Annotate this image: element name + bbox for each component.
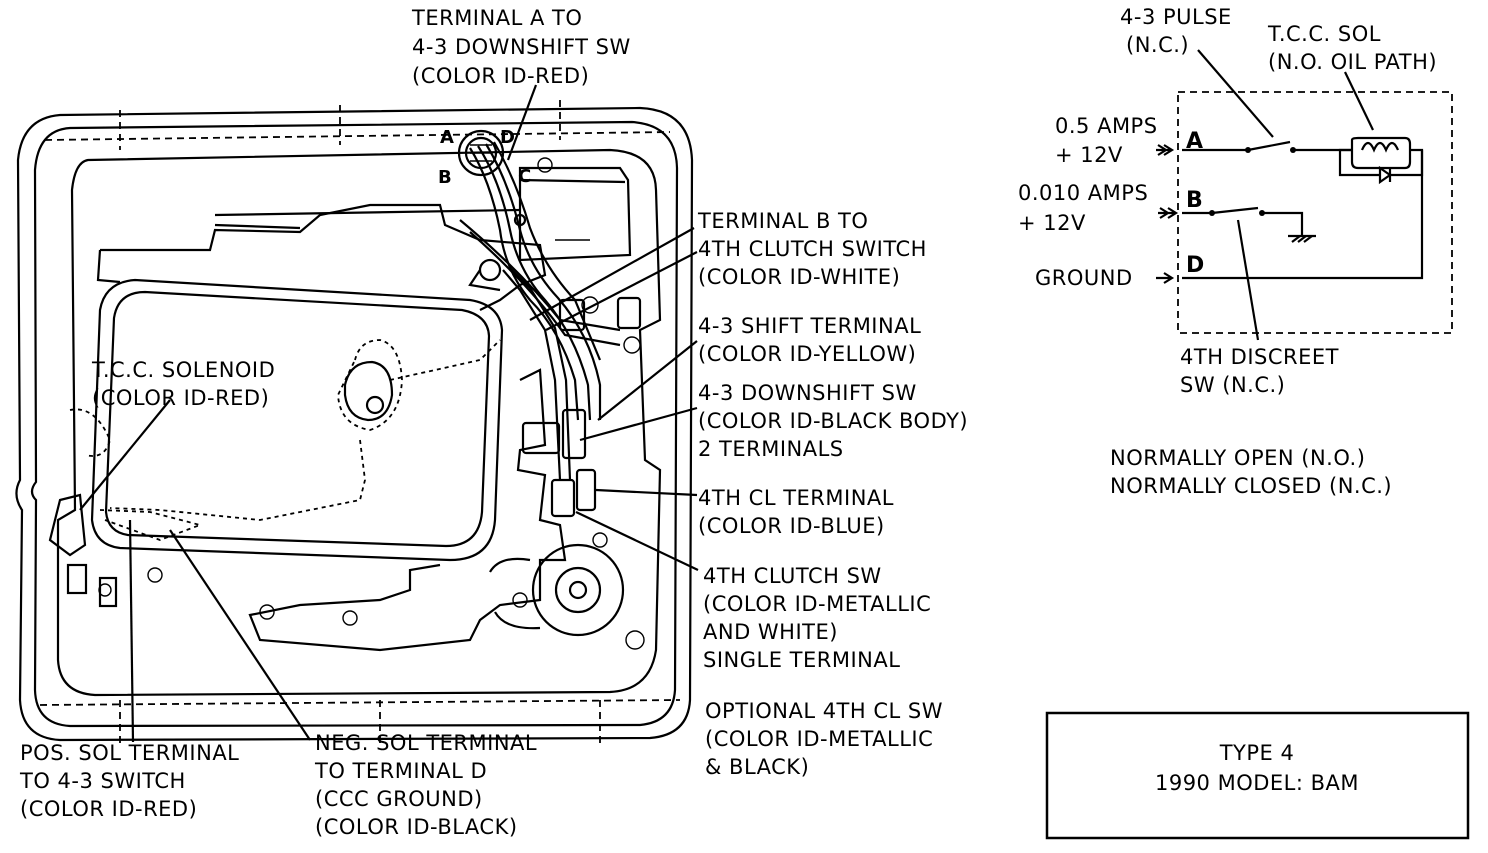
- tcc-sol-label: (N.O. OIL PATH): [1268, 50, 1437, 74]
- connector-pin-d: D: [500, 127, 515, 148]
- model-label: 1990 MODEL: BAM: [1155, 771, 1359, 795]
- schematic-pin-d: D: [1186, 253, 1204, 278]
- callout-line: (COLOR ID-RED): [20, 797, 197, 821]
- callout-line: SINGLE TERMINAL: [703, 648, 900, 672]
- callout-line: TERMINAL A TO: [411, 6, 582, 30]
- callout-line: (COLOR ID-RED): [92, 386, 269, 410]
- connector-pin-letters: A B C D: [438, 127, 531, 188]
- connector-pin-b: B: [438, 167, 452, 188]
- callout-shift-terminal: 4-3 SHIFT TERMINAL (COLOR ID-YELLOW): [698, 314, 921, 366]
- callout-tcc-solenoid: T.C.C. SOLENOID (COLOR ID-RED): [91, 358, 275, 410]
- discreet-label: SW (N.C.): [1180, 373, 1285, 397]
- callout-neg-sol-terminal: NEG. SOL TERMINAL TO TERMINAL D (CCC GRO…: [314, 731, 537, 839]
- type-label: TYPE 4: [1219, 741, 1295, 765]
- callout-cl-terminal: 4TH CL TERMINAL (COLOR ID-BLUE): [698, 486, 894, 538]
- callout-line: (COLOR ID-METALLIC: [705, 727, 933, 751]
- callout-line: 4TH CLUTCH SWITCH: [698, 237, 927, 261]
- callout-line: 4TH CL TERMINAL: [698, 486, 894, 510]
- discreet-label: 4TH DISCREET: [1180, 345, 1339, 369]
- callout-line: TERMINAL B TO: [697, 209, 868, 233]
- input-a-label: + 12V: [1055, 143, 1123, 167]
- callout-line: (COLOR ID-WHITE): [698, 265, 900, 289]
- callout-optional-switch: OPTIONAL 4TH CL SW (COLOR ID-METALLIC & …: [705, 699, 943, 779]
- legend-normally-closed: NORMALLY CLOSED (N.C.): [1110, 474, 1392, 498]
- ground-label: GROUND: [1035, 266, 1133, 290]
- callout-line: 4-3 DOWNSHIFT SW: [412, 35, 631, 59]
- callout-line: 4TH CLUTCH SW: [703, 564, 882, 588]
- callout-line: 2 TERMINALS: [698, 437, 844, 461]
- callout-line: (COLOR ID-YELLOW): [698, 342, 916, 366]
- callout-line: (COLOR ID-METALLIC: [703, 592, 931, 616]
- schematic-pin-a: A: [1186, 129, 1203, 154]
- legend: NORMALLY OPEN (N.O.) NORMALLY CLOSED (N.…: [1110, 446, 1392, 498]
- input-b-label: + 12V: [1018, 211, 1086, 235]
- callout-line: NEG. SOL TERMINAL: [315, 731, 537, 755]
- type-box: TYPE 4 1990 MODEL: BAM: [1045, 711, 1470, 840]
- schematic-pin-b: B: [1186, 188, 1203, 213]
- callout-line: POS. SOL TERMINAL: [20, 741, 239, 765]
- callout-line: (COLOR ID-BLACK): [315, 815, 518, 839]
- input-a-label: 0.5 AMPS: [1055, 114, 1158, 138]
- callout-line: 4-3 SHIFT TERMINAL: [698, 314, 921, 338]
- callout-line: & BLACK): [705, 755, 809, 779]
- pulse-label: (N.C.): [1126, 33, 1189, 57]
- pulse-label: 4-3 PULSE: [1120, 5, 1232, 29]
- callout-line: (COLOR ID-BLUE): [698, 514, 885, 538]
- legend-normally-open: NORMALLY OPEN (N.O.): [1110, 446, 1365, 470]
- input-b-label: 0.010 AMPS: [1018, 181, 1148, 205]
- tcc-sol-label: T.C.C. SOL: [1267, 22, 1381, 46]
- connector-pin-c: C: [518, 166, 531, 187]
- callout-line: 4-3 DOWNSHIFT SW: [698, 381, 917, 405]
- callout-line: AND WHITE): [703, 620, 838, 644]
- leader-lines: [79, 84, 699, 743]
- callout-terminal-a: TERMINAL A TO 4-3 DOWNSHIFT SW (COLOR ID…: [411, 6, 631, 88]
- schematic-labels: 4-3 PULSE (N.C.) T.C.C. SOL (N.O. OIL PA…: [1018, 5, 1437, 397]
- callout-line: (CCC GROUND): [315, 787, 483, 811]
- callout-clutch-switch: 4TH CLUTCH SW (COLOR ID-METALLIC AND WHI…: [703, 564, 931, 672]
- callout-line: (COLOR ID-BLACK BODY): [698, 409, 968, 433]
- callout-line: T.C.C. SOLENOID: [91, 358, 275, 382]
- callout-pos-sol-terminal: POS. SOL TERMINAL TO 4-3 SWITCH (COLOR I…: [19, 741, 239, 821]
- callout-terminal-b: TERMINAL B TO 4TH CLUTCH SWITCH (COLOR I…: [697, 209, 927, 289]
- callout-line: TO 4-3 SWITCH: [19, 769, 186, 793]
- callout-line: (COLOR ID-RED): [412, 64, 589, 88]
- transmission-pan: [15, 100, 694, 745]
- schematic: [1156, 49, 1453, 341]
- callout-downshift-switch: 4-3 DOWNSHIFT SW (COLOR ID-BLACK BODY) 2…: [698, 381, 968, 461]
- callout-line: TO TERMINAL D: [314, 759, 487, 783]
- callout-line: OPTIONAL 4TH CL SW: [705, 699, 943, 723]
- connector-pin-a: A: [440, 127, 454, 148]
